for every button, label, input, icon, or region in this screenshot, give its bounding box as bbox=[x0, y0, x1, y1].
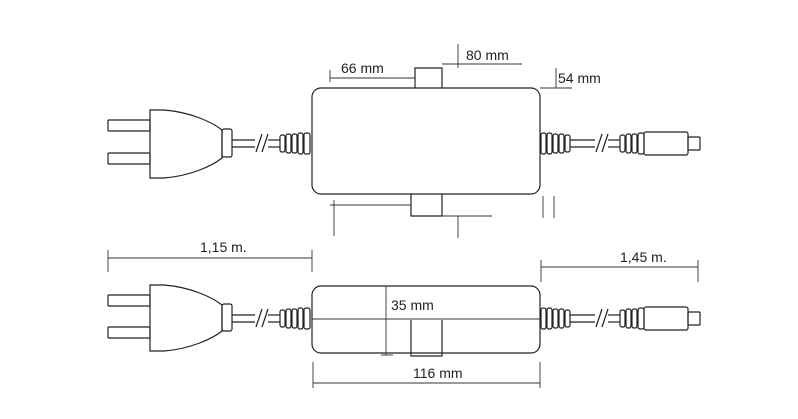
front-dimension-lines bbox=[107, 250, 699, 388]
front-right-strain-relief bbox=[540, 307, 571, 330]
dim-height-top: 54 mm bbox=[558, 70, 601, 86]
front-plug bbox=[107, 284, 233, 352]
top-mount-tab-lower bbox=[410, 194, 443, 217]
dim-cable-left: 1,15 m. bbox=[200, 239, 247, 255]
dim-width-bottom: 116 mm bbox=[413, 365, 463, 381]
top-right-strain-relief bbox=[540, 132, 571, 155]
front-left-cable bbox=[232, 308, 280, 328]
top-plug bbox=[107, 109, 233, 179]
front-mount-tab bbox=[410, 320, 443, 357]
dim-width-top: 66 mm bbox=[341, 60, 384, 76]
front-view bbox=[107, 284, 701, 357]
dim-depth: 80 mm bbox=[466, 47, 509, 63]
top-mount-tab-upper bbox=[414, 67, 443, 88]
front-left-strain-relief bbox=[279, 307, 311, 330]
top-adapter-body bbox=[311, 87, 541, 195]
top-dc-connector bbox=[619, 131, 701, 156]
dim-cable-right: 1,45 m. bbox=[620, 249, 667, 265]
top-left-strain-relief bbox=[279, 132, 311, 155]
front-adapter-body bbox=[311, 285, 541, 354]
top-view bbox=[107, 67, 701, 217]
top-left-cable bbox=[232, 133, 280, 153]
front-dc-connector bbox=[619, 306, 701, 331]
top-right-cable bbox=[570, 133, 620, 153]
front-right-cable bbox=[570, 308, 620, 328]
dim-height-front: 35 mm bbox=[391, 297, 434, 313]
top-dimension-lines bbox=[329, 44, 572, 238]
